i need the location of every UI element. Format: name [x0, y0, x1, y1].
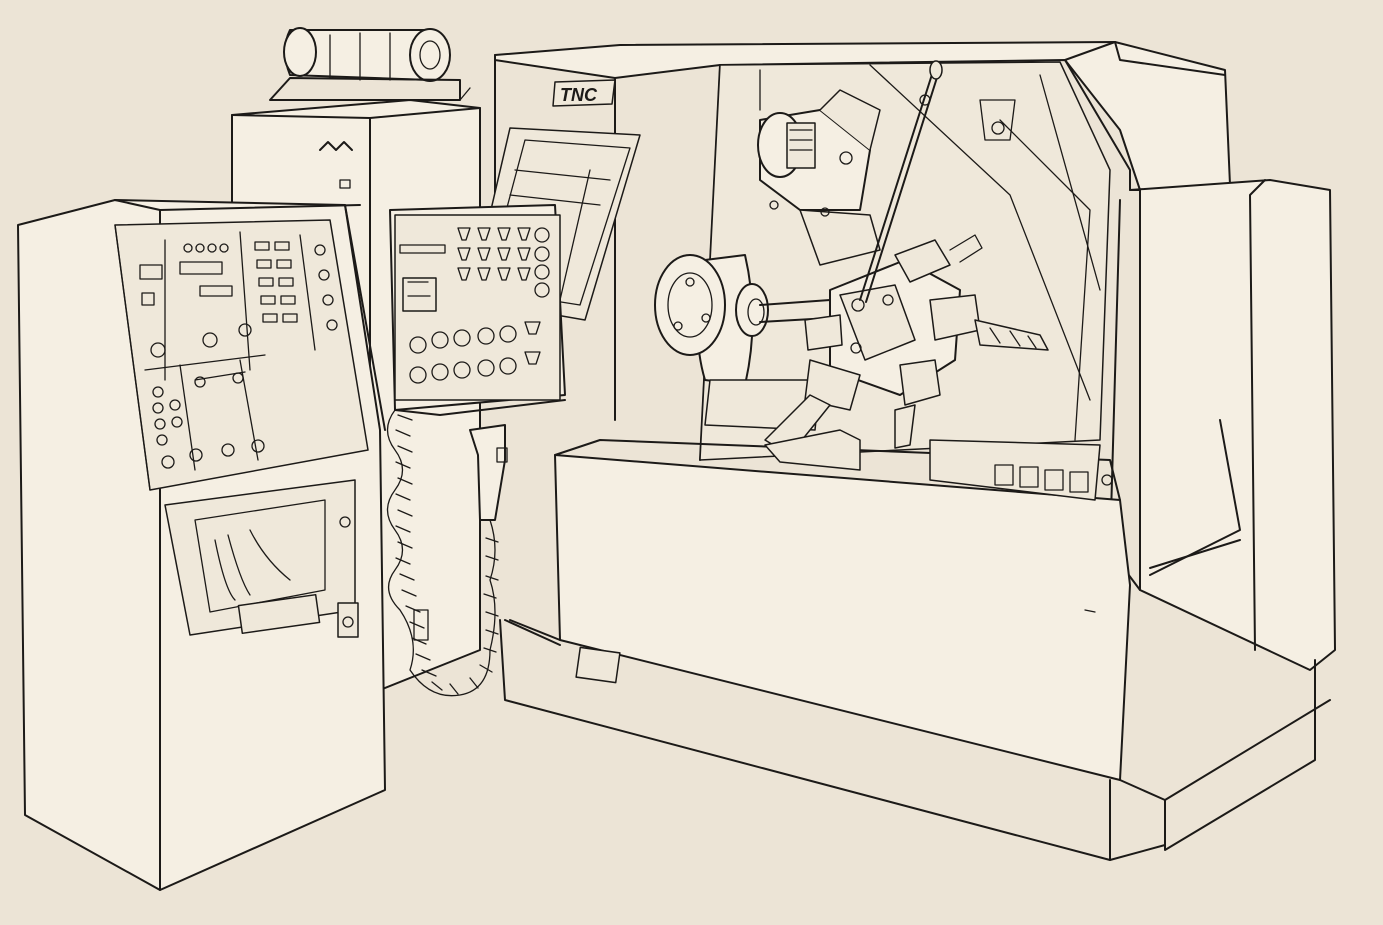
- front-indicator-strip: [929, 439, 1113, 501]
- spindle-chuck: [654, 254, 831, 431]
- pendant-screen: [402, 277, 437, 312]
- cnc-control-console: [17, 199, 386, 891]
- brand-logo: TNC: [552, 79, 616, 107]
- turret: [764, 60, 1049, 471]
- handheld-controller: [469, 424, 506, 521]
- spindle-motor: [269, 27, 471, 101]
- operator-pendant: [386, 204, 566, 697]
- console-button-column: [254, 234, 338, 351]
- lathe-main-body: TNC: [459, 41, 1336, 861]
- cabinet-logo-icon: [319, 141, 353, 151]
- pendant-round-buttons: [409, 321, 541, 384]
- coiled-cable: [386, 409, 496, 697]
- svg-text:TNC: TNC: [560, 85, 598, 105]
- pendant-top-buttons: [457, 227, 550, 298]
- key-switch: [337, 602, 359, 638]
- drill-bit: [974, 319, 1049, 351]
- tool-head-upper: [757, 89, 881, 266]
